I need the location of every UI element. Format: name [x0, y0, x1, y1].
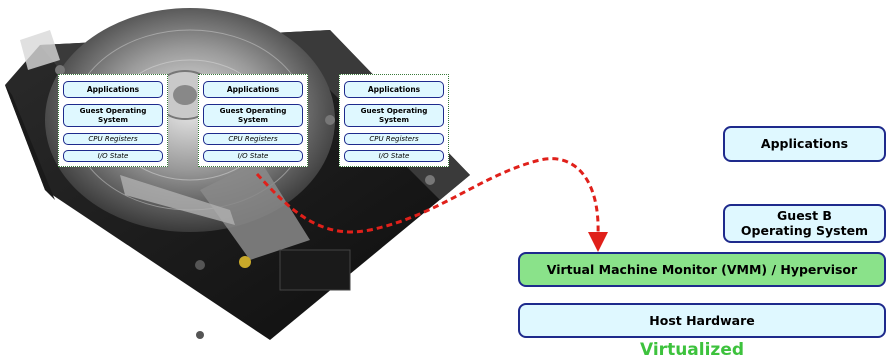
vm-card-2: Applications Guest Operating System CPU …	[198, 74, 308, 167]
guest-b-os-line2: Operating System	[740, 223, 869, 238]
vm3-cpu-registers-box: CPU Registers	[344, 133, 444, 145]
vm1-applications-box: Applications	[63, 81, 163, 98]
guest-b-applications-label: Applications	[760, 136, 849, 151]
vm1-guest-os-box: Guest Operating System	[63, 104, 163, 127]
vm2-io-state-box: I/O State	[203, 150, 303, 162]
vm2-guest-os-box: Guest Operating System	[203, 104, 303, 127]
vm1-cpu-registers-box: CPU Registers	[63, 133, 163, 145]
vm1-io-state-box: I/O State	[63, 150, 163, 162]
vm3-applications-box: Applications	[344, 81, 444, 98]
vm2-cpu-registers-box: CPU Registers	[203, 133, 303, 145]
host-hardware-box: Host Hardware	[518, 303, 886, 338]
vm-card-1: Applications Guest Operating System CPU …	[58, 74, 168, 167]
host-hardware-label: Host Hardware	[649, 313, 755, 328]
guest-b-os-line1: Guest B	[777, 208, 832, 223]
guest-b-os-box: Guest B Operating System	[723, 204, 886, 243]
guest-b-applications-box: Applications	[723, 126, 886, 162]
vm-card-3: Applications Guest Operating System CPU …	[339, 74, 449, 167]
vm3-guest-os-box: Guest Operating System	[344, 104, 444, 127]
vmm-hypervisor-label: Virtual Machine Monitor (VMM) / Hypervis…	[546, 262, 858, 277]
vm2-applications-box: Applications	[203, 81, 303, 98]
vmm-hypervisor-box: Virtual Machine Monitor (VMM) / Hypervis…	[518, 252, 886, 287]
virtualized-caption: Virtualized	[640, 340, 745, 360]
vm3-io-state-box: I/O State	[344, 150, 444, 162]
